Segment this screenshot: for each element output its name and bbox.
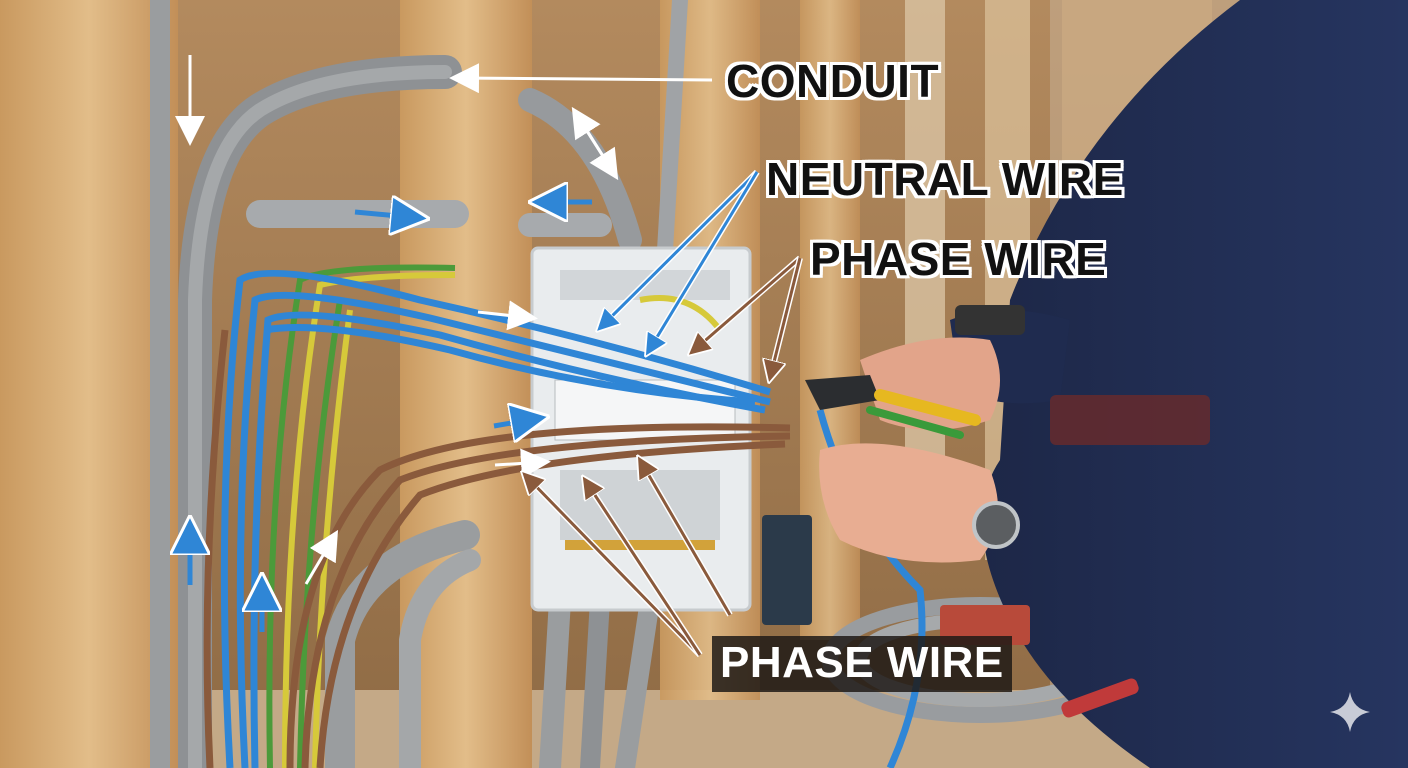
wire-strippers [805, 375, 981, 439]
watch [972, 501, 1020, 549]
neutral-wire-label: NEUTRAL WIRE [766, 153, 1124, 205]
phase-wire-label-bottom: PHASE WIRE [712, 636, 1012, 692]
diag-arrow-b [571, 106, 617, 176]
blue-flow-arrows [190, 202, 592, 632]
white-annotation-arrows [175, 55, 713, 585]
left-hand [860, 337, 1000, 430]
up-arrow [304, 529, 339, 585]
right-hand [819, 443, 998, 563]
sparkle-icon [1330, 692, 1370, 732]
phase-wire-label-top: PHASE WIRE [810, 233, 1107, 285]
conduit-label: CONDUIT [726, 55, 940, 107]
floor-tools [762, 395, 1210, 718]
box-entry-arrow [477, 300, 538, 331]
phase-label-arrows [525, 255, 803, 658]
neutral-label-arrows [600, 169, 760, 352]
conduit-pointer-arrow [449, 63, 713, 94]
box-entry-arrow-2 [494, 448, 551, 479]
worker [819, 0, 1408, 768]
